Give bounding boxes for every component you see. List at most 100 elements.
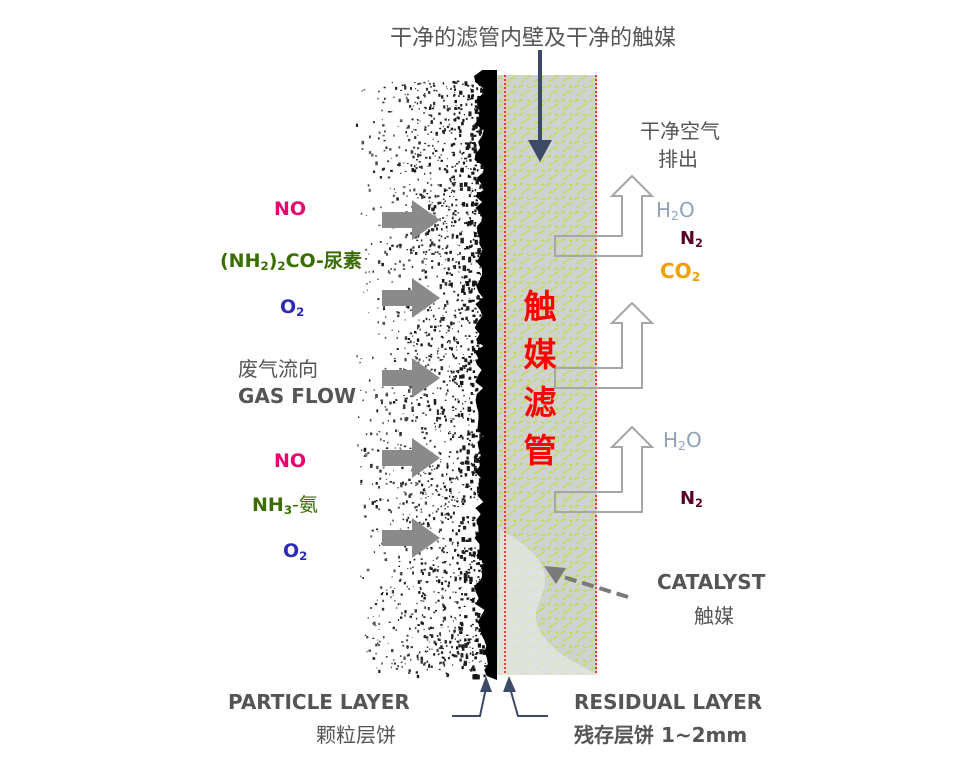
dust-speck xyxy=(463,499,466,503)
dust-speck xyxy=(427,144,430,147)
dust-speck xyxy=(463,660,467,666)
dust-speck xyxy=(442,661,445,665)
dust-speck xyxy=(412,146,416,149)
dust-speck xyxy=(422,488,425,492)
dust-speck xyxy=(395,607,398,609)
dust-speck xyxy=(377,642,379,645)
dust-speck xyxy=(437,350,439,352)
dust-speck xyxy=(444,200,446,202)
dust-speck xyxy=(446,325,449,327)
dust-speck xyxy=(437,347,440,349)
dust-speck xyxy=(425,357,428,359)
dust-speck xyxy=(446,300,449,303)
dust-speck xyxy=(411,406,414,410)
dust-speck xyxy=(463,275,466,278)
dust-speck xyxy=(420,656,423,661)
dust-speck xyxy=(441,248,444,250)
dust-speck xyxy=(456,561,459,565)
dust-speck xyxy=(443,664,446,667)
dust-speck xyxy=(399,260,401,263)
dust-speck xyxy=(458,265,461,269)
dust-speck xyxy=(470,487,473,491)
dust-speck xyxy=(453,339,455,341)
dust-speck xyxy=(396,497,398,499)
dust-speck xyxy=(398,560,401,563)
dust-speck xyxy=(455,163,459,165)
dust-speck xyxy=(462,365,465,367)
dust-speck xyxy=(454,398,457,401)
dust-speck xyxy=(398,555,400,559)
dust-speck xyxy=(467,638,471,642)
dust-speck xyxy=(459,129,462,133)
dust-speck xyxy=(415,484,417,486)
dust-speck xyxy=(433,640,436,644)
dust-speck xyxy=(449,195,451,198)
no-label-lower: NO xyxy=(274,450,307,472)
dust-speck xyxy=(432,85,436,87)
dust-speck xyxy=(437,262,440,266)
dust-speck xyxy=(463,557,467,562)
dust-speck xyxy=(368,649,371,652)
dust-speck xyxy=(452,185,455,187)
dust-speck xyxy=(458,271,460,273)
dust-speck xyxy=(402,518,405,521)
dust-speck xyxy=(428,358,431,362)
dust-speck xyxy=(367,617,369,619)
dust-speck xyxy=(425,580,428,583)
dust-speck xyxy=(446,673,449,678)
dust-speck xyxy=(459,631,463,634)
dust-speck xyxy=(433,468,436,470)
dust-speck xyxy=(443,168,447,171)
dust-speck xyxy=(468,443,470,446)
dust-speck xyxy=(424,388,427,391)
dust-speck xyxy=(432,505,434,507)
dust-speck xyxy=(413,129,415,131)
dust-speck xyxy=(378,669,381,673)
dust-speck xyxy=(371,501,374,505)
dust-speck xyxy=(449,375,451,378)
dust-speck xyxy=(431,252,433,255)
dust-speck xyxy=(414,136,417,139)
dust-speck xyxy=(473,465,477,468)
catalyst-en: CATALYST xyxy=(657,570,766,594)
dust-speck xyxy=(442,222,445,225)
dust-speck xyxy=(455,370,458,373)
dust-speck xyxy=(378,629,380,630)
dust-speck xyxy=(396,245,399,248)
dust-speck xyxy=(447,506,449,508)
dust-speck xyxy=(449,515,453,519)
dust-speck xyxy=(442,603,444,606)
dust-speck xyxy=(460,586,462,588)
dust-speck xyxy=(425,250,428,254)
dust-speck xyxy=(461,648,465,651)
dust-speck xyxy=(440,505,442,508)
dust-speck xyxy=(442,537,445,540)
dust-speck xyxy=(458,261,460,265)
dust-speck xyxy=(473,167,475,170)
dust-speck xyxy=(417,134,419,136)
dust-speck xyxy=(440,512,444,516)
dust-speck xyxy=(388,111,391,113)
dust-speck xyxy=(406,127,408,129)
dust-speck xyxy=(416,353,418,356)
dust-speck xyxy=(471,147,474,151)
dust-speck xyxy=(467,597,470,600)
dust-speck xyxy=(434,325,437,328)
dust-speck xyxy=(420,569,423,573)
clean-air-line1: 干净空气 xyxy=(640,119,720,143)
dust-speck xyxy=(466,368,470,371)
dust-speck xyxy=(361,449,363,451)
dust-speck xyxy=(457,254,459,256)
dust-speck xyxy=(420,165,423,169)
dust-speck xyxy=(375,482,378,485)
dust-speck xyxy=(410,395,413,397)
dust-speck xyxy=(427,480,429,482)
dust-speck xyxy=(385,656,388,658)
dust-speck xyxy=(381,401,383,405)
dust-speck xyxy=(423,269,425,271)
dust-speck xyxy=(480,660,482,662)
dust-speck xyxy=(452,395,455,398)
dust-speck xyxy=(447,512,449,515)
dust-speck xyxy=(383,167,385,170)
dust-speck xyxy=(438,668,441,671)
